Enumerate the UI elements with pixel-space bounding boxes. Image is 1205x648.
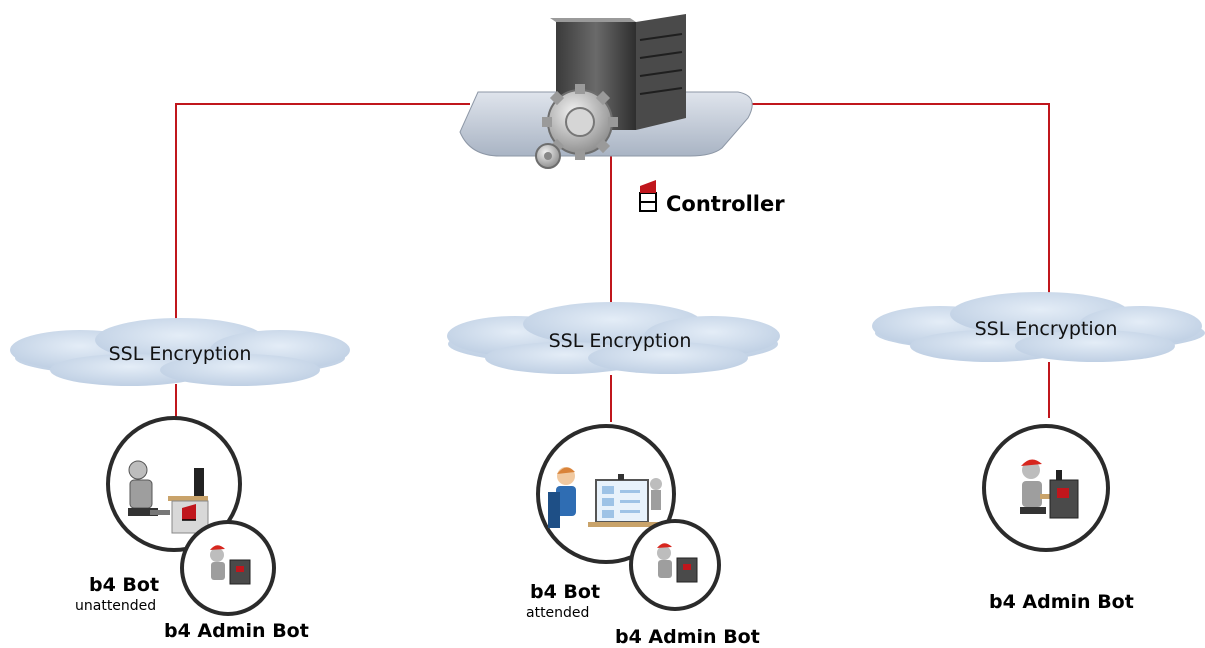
ssl-cloud-left (10, 318, 350, 386)
bot-attended-sublabel: attended (526, 605, 590, 621)
controller-logo-icon (639, 180, 657, 212)
admin-bot-right-icon (982, 424, 1110, 552)
controller-server-icon (459, 14, 753, 169)
ssl-cloud-right (872, 292, 1205, 362)
controller-label: Controller (666, 192, 785, 216)
admin-bot-left-label: b4 Admin Bot (164, 620, 309, 642)
ssl-cloud-middle-label: SSL Encryption (548, 330, 692, 352)
admin-bot-left-icon (180, 520, 276, 616)
bot-unattended-label: b4 Bot (89, 574, 160, 596)
bot-unattended-sublabel: unattended (75, 598, 157, 614)
admin-bot-right-label: b4 Admin Bot (989, 591, 1134, 613)
admin-bot-middle-icon (629, 519, 721, 611)
admin-bot-middle-label: b4 Admin Bot (615, 626, 760, 648)
ssl-cloud-right-label: SSL Encryption (974, 318, 1118, 340)
bot-attended-icon (536, 424, 676, 564)
connector-lines (175, 103, 1050, 422)
connector-right (680, 103, 1050, 312)
ssl-cloud-left-label: SSL Encryption (108, 343, 252, 365)
gear-icon (535, 84, 618, 169)
bot-attended-label: b4 Bot (530, 581, 601, 603)
bot-unattended-icon (106, 416, 242, 552)
ssl-cloud-middle (447, 302, 780, 374)
connector-left (175, 103, 470, 337)
